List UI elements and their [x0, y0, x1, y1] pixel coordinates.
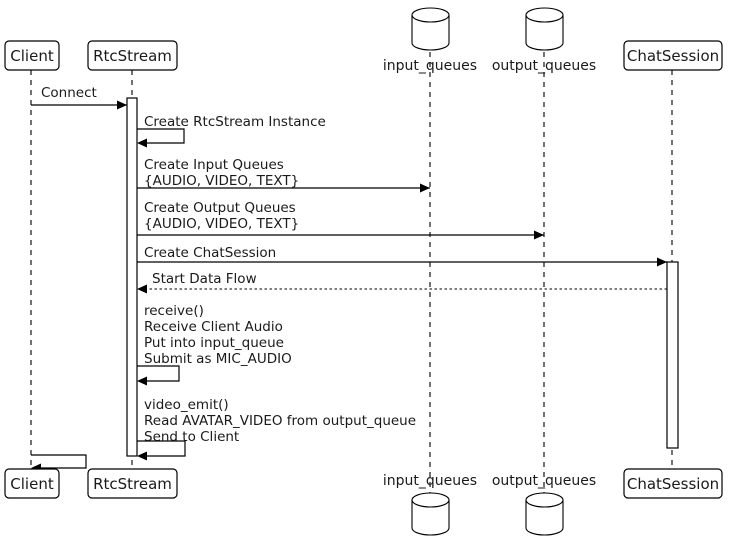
- participant-box-client-top: [4, 40, 60, 71]
- message-label-msg-create-output-queues: Create Output Queues{AUDIO, VIDEO, TEXT}: [144, 200, 299, 232]
- message-label-line: Connect: [41, 85, 97, 101]
- activation-bar-chatsession: [666, 261, 679, 449]
- message-label-msg-start-data-flow: Start Data Flow: [152, 271, 257, 287]
- arrowhead: [657, 257, 667, 267]
- message-label-line: Create ChatSession: [144, 245, 276, 261]
- self-call-path-msg-video-emit: [137, 440, 186, 457]
- message-label-line: Start Data Flow: [152, 271, 257, 287]
- self-call-path-msg-create-instance: [137, 128, 185, 144]
- participant-client-top: Client: [4, 40, 60, 71]
- participant-rtcstream-top: RtcStream: [87, 40, 178, 71]
- participant-label-client-bottom: Client: [10, 475, 54, 493]
- participant-label-chatsession-top: ChatSession: [627, 47, 719, 65]
- message-msg-create-instance: [137, 128, 185, 148]
- self-call-path-msg-final-return: [31, 454, 87, 469]
- message-msg-create-output-queues: [137, 230, 544, 240]
- participant-box-rtcstream-top: [87, 40, 178, 71]
- participant-box-chatsession-top: [623, 40, 723, 71]
- participant-label-output_queues-bottom: output_queues: [492, 473, 596, 489]
- participant-input_queues-bottom: input_queues: [383, 473, 477, 536]
- database-body-output_queues-bottom: [525, 499, 564, 536]
- activations-layer: [126, 97, 679, 457]
- self-call-path-msg-receive: [137, 365, 180, 382]
- participant-chatsession-bottom: ChatSession: [623, 468, 723, 499]
- arrowhead: [137, 451, 147, 461]
- message-label-line: {AUDIO, VIDEO, TEXT}: [144, 173, 299, 189]
- message-label-msg-connect: Connect: [41, 85, 97, 101]
- arrowhead: [117, 100, 127, 110]
- database-body-input_queues-top: [411, 14, 450, 51]
- database-body-input_queues-bottom: [411, 499, 450, 536]
- arrowhead: [137, 138, 147, 148]
- message-label-line: Receive Client Audio: [144, 319, 283, 335]
- message-label-msg-video-emit: video_emit()Read AVATAR_VIDEO from outpu…: [144, 397, 416, 445]
- arrowhead: [137, 376, 147, 386]
- database-icon-output_queues-top: [525, 7, 564, 23]
- message-label-line: Create RtcStream Instance: [144, 114, 326, 130]
- participant-label-input_queues-top: input_queues: [383, 58, 477, 74]
- participant-box-chatsession-bottom: [623, 468, 723, 499]
- message-msg-create-input-queues: [137, 183, 430, 193]
- participant-input_queues-top: input_queues: [383, 7, 477, 74]
- participant-output_queues-top: output_queues: [492, 7, 596, 74]
- database-icon-input_queues-bottom: [411, 492, 450, 508]
- participant-output_queues-bottom: output_queues: [492, 473, 596, 536]
- message-label-line: receive(): [144, 303, 204, 319]
- arrowhead: [420, 183, 430, 193]
- message-label-line: Create Output Queues: [144, 200, 296, 216]
- participant-rtcstream-bottom: RtcStream: [87, 468, 178, 499]
- participant-box-rtcstream-bottom: [87, 468, 178, 499]
- activation-bar-rtcstream: [126, 97, 138, 457]
- participant-box-client-bottom: [4, 468, 60, 499]
- message-msg-start-data-flow: [137, 284, 667, 294]
- participant-client-bottom: Client: [4, 468, 60, 499]
- message-msg-receive: [137, 365, 180, 386]
- participant-label-client-top: Client: [10, 47, 54, 65]
- message-label-msg-create-chatsession: Create ChatSession: [144, 245, 276, 261]
- message-label-line: Send to Client: [144, 429, 239, 445]
- arrowhead: [137, 284, 147, 294]
- message-label-line: Put into input_queue: [144, 335, 284, 351]
- message-label-line: Create Input Queues: [144, 157, 284, 173]
- participant-label-rtcstream-top: RtcStream: [93, 47, 172, 65]
- message-label-msg-create-instance: Create RtcStream Instance: [144, 114, 326, 130]
- arrowhead: [534, 230, 544, 240]
- database-icon-input_queues-top: [411, 7, 450, 23]
- participant-chatsession-top: ChatSession: [623, 40, 723, 71]
- database-icon-output_queues-bottom: [525, 492, 564, 508]
- message-msg-connect: [31, 100, 127, 110]
- participant-label-rtcstream-bottom: RtcStream: [93, 475, 172, 493]
- message-label-line: Read AVATAR_VIDEO from output_queue: [144, 413, 416, 429]
- messages-layer: [31, 100, 667, 473]
- database-body-output_queues-top: [525, 14, 564, 51]
- participant-label-input_queues-bottom: input_queues: [383, 473, 477, 489]
- message-label-line: video_emit(): [144, 397, 229, 413]
- participant-label-output_queues-top: output_queues: [492, 58, 596, 74]
- message-label-line: Submit as MIC_AUDIO: [144, 351, 292, 367]
- participant-label-chatsession-bottom: ChatSession: [627, 475, 719, 493]
- message-msg-video-emit: [137, 440, 186, 461]
- message-label-msg-create-input-queues: Create Input Queues{AUDIO, VIDEO, TEXT}: [144, 157, 299, 189]
- message-msg-create-chatsession: [137, 257, 667, 267]
- message-label-line: {AUDIO, VIDEO, TEXT}: [144, 216, 299, 232]
